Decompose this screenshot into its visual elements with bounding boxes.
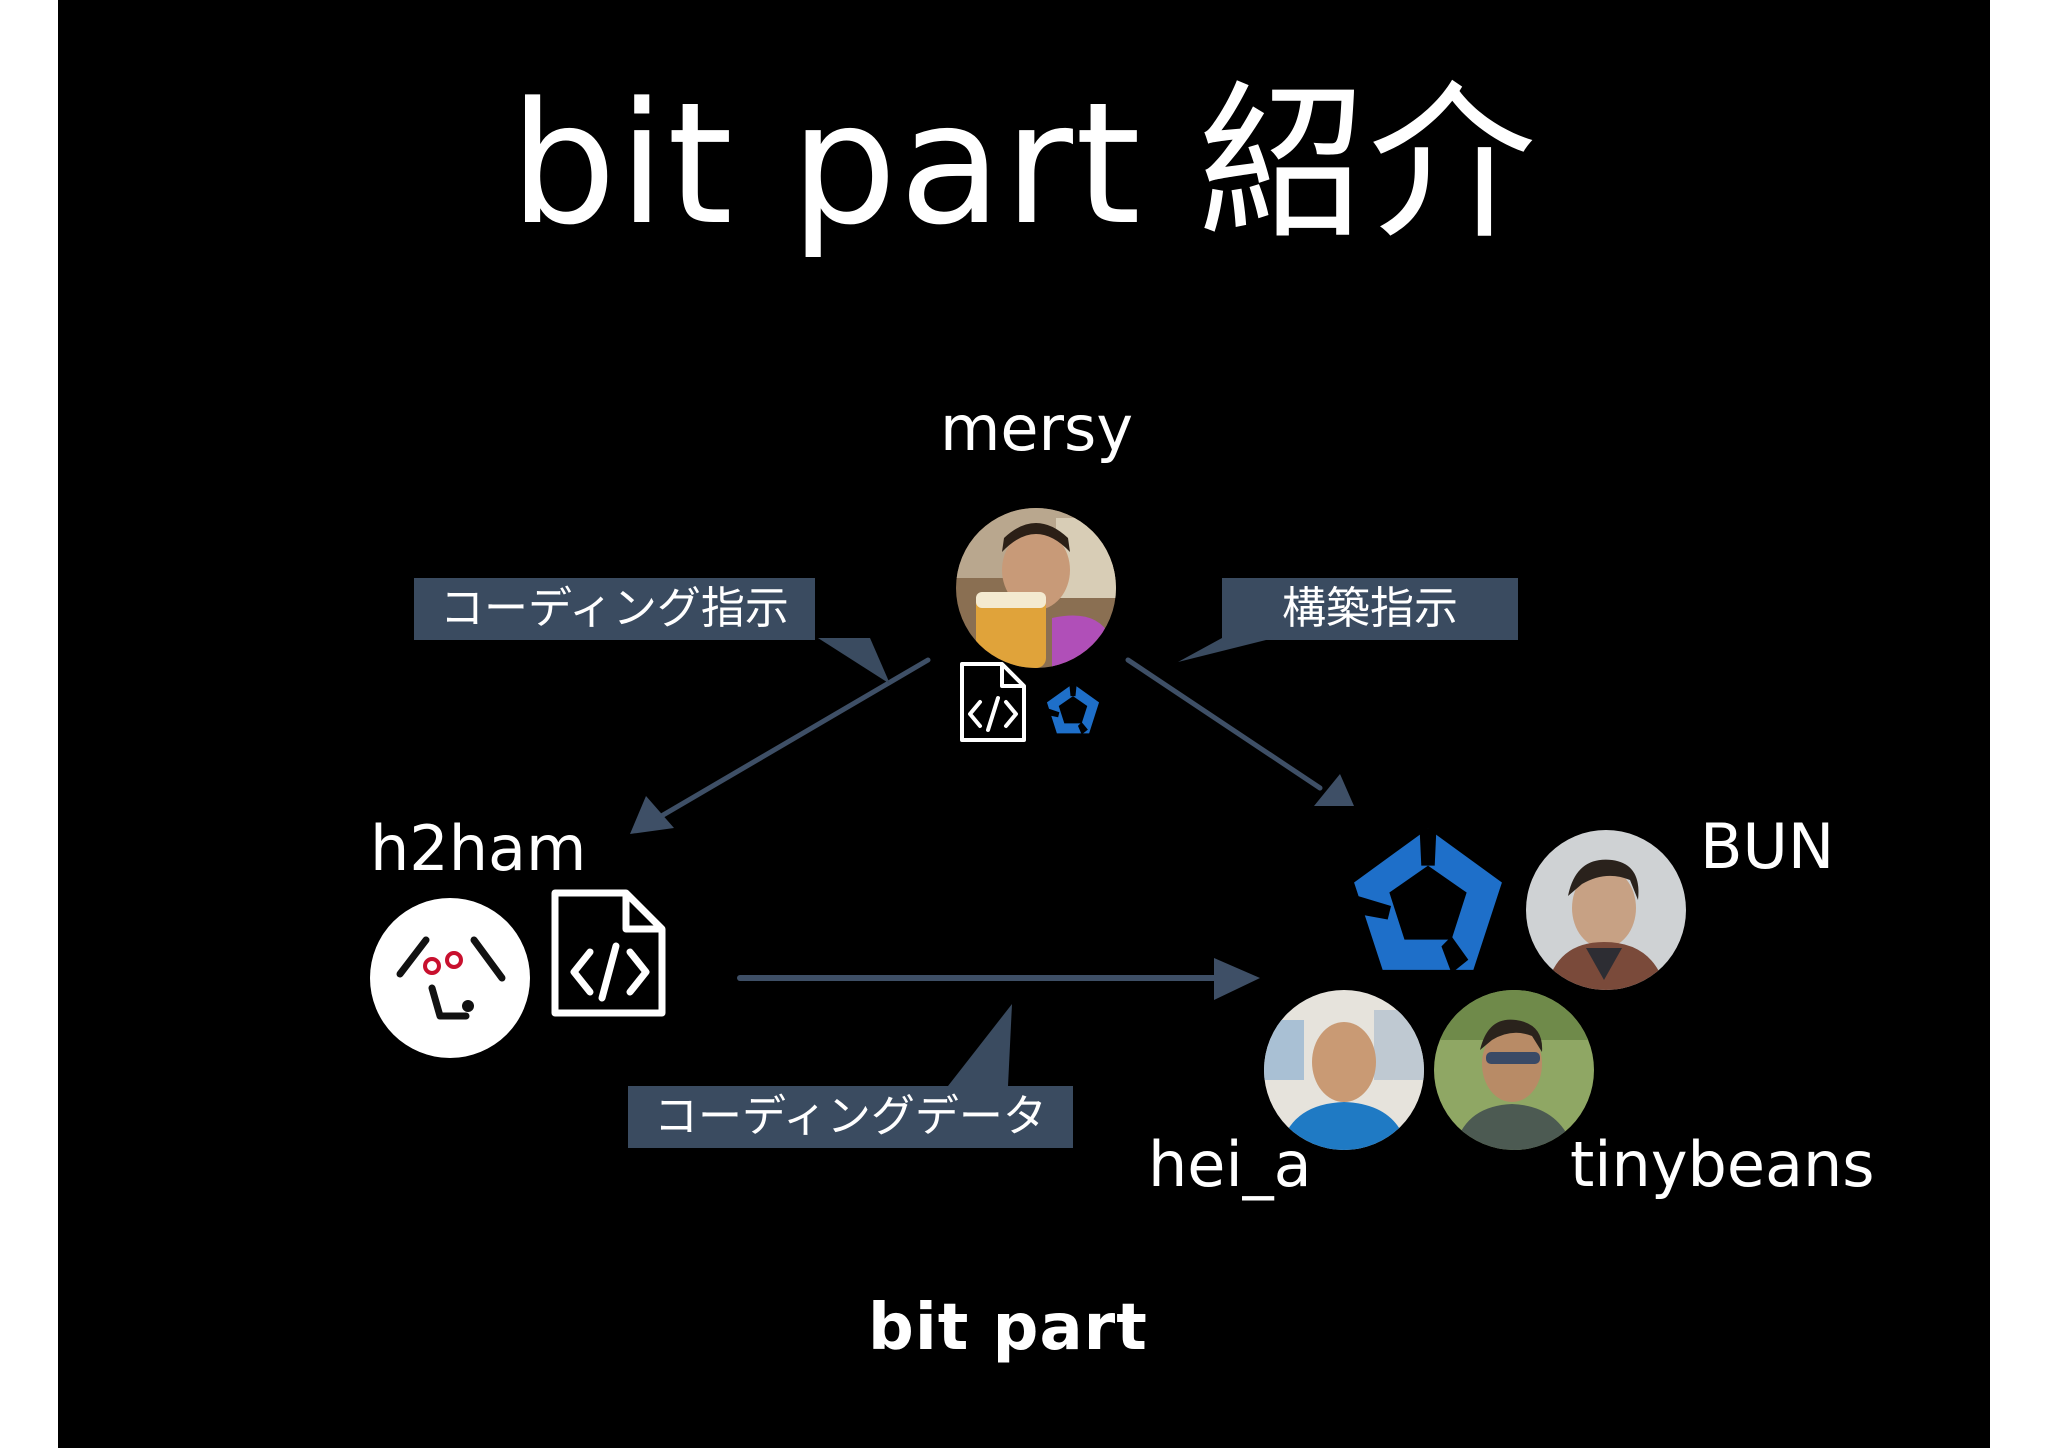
slide: bit part 紹介 コーディング指示 構築指示 コーディングデータ: [58, 0, 1990, 1448]
arrow-mersy-to-h2ham: [630, 657, 931, 834]
callout-build-instruction-tail: [1178, 638, 1274, 662]
callout-build-instruction: 構築指示: [1222, 578, 1518, 640]
avatar-hei-a: [1264, 990, 1424, 1150]
avatar-bun: [1526, 830, 1686, 990]
callout-coding-data-tail: [948, 1004, 1012, 1086]
page-title: bit part 紹介: [509, 66, 1539, 262]
callout-build-instruction-label: 構築指示: [1282, 583, 1458, 634]
avatar-h2ham: [370, 898, 530, 1058]
h2ham-logo-icon: [396, 936, 506, 1020]
callout-coding-data: コーディングデータ: [628, 1086, 1073, 1148]
arrow-h2ham-to-team: [737, 958, 1260, 1000]
flow-arrows: [630, 657, 1354, 1000]
code-file-icon-large: [551, 889, 666, 1017]
ring-logo-large-icon: [1350, 828, 1502, 974]
name-h2ham: h2ham: [370, 812, 587, 885]
name-hei-a: hei_a: [1148, 1128, 1312, 1201]
callout-coding-data-label: コーディングデータ: [654, 1091, 1047, 1142]
footer-logo: bit part: [868, 1291, 1148, 1365]
code-file-icon: [960, 662, 1026, 742]
avatar-mersy: [956, 508, 1116, 668]
callout-coding-instruction-label: コーディング指示: [440, 583, 789, 634]
ring-logo-icon: [1045, 683, 1100, 735]
avatar-tinybeans: [1434, 990, 1594, 1150]
name-bun: BUN: [1700, 810, 1835, 883]
name-mersy: mersy: [940, 392, 1134, 465]
arrow-mersy-to-team: [1125, 657, 1354, 806]
name-tinybeans: tinybeans: [1570, 1128, 1875, 1201]
callout-coding-instruction-tail: [818, 638, 890, 684]
callout-coding-instruction: コーディング指示: [414, 578, 815, 640]
